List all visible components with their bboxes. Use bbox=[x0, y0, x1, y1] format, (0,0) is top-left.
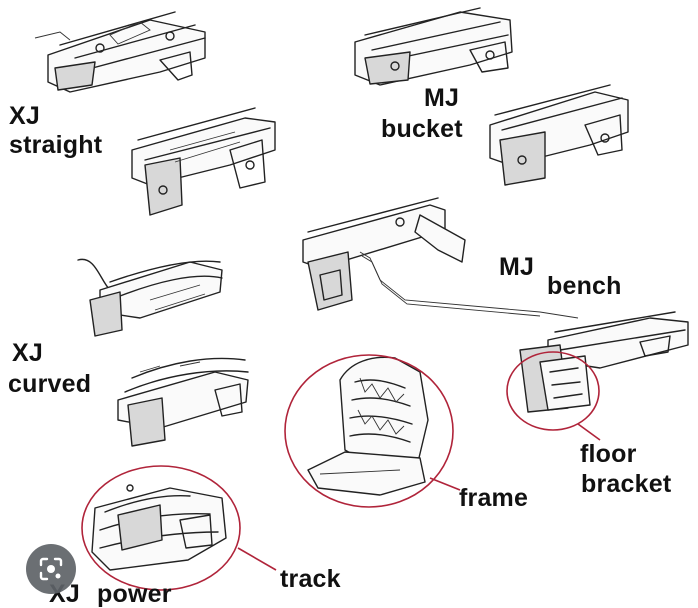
label-floor: floor bbox=[580, 440, 637, 468]
label-xj-straight-model: XJ bbox=[9, 102, 40, 130]
image-search-icon bbox=[39, 557, 63, 581]
label-bench: bench bbox=[547, 272, 622, 300]
xj-curved-track-top bbox=[77, 258, 223, 337]
seat-frame-callout bbox=[284, 354, 454, 508]
floor-bracket-assembly bbox=[519, 311, 689, 413]
label-frame: frame bbox=[459, 484, 529, 512]
floor-bracket-callout bbox=[506, 351, 600, 431]
xj-straight-bracket-bottom bbox=[131, 107, 276, 216]
image-search-button[interactable] bbox=[26, 544, 76, 594]
mj-bucket-bracket-top bbox=[354, 7, 513, 86]
label-track: track bbox=[280, 565, 341, 593]
label-straight: straight bbox=[9, 131, 103, 159]
floor-bracket-leader bbox=[577, 423, 601, 441]
label-power: power bbox=[97, 580, 172, 608]
power-track-leader bbox=[237, 547, 277, 571]
seat-frame bbox=[307, 356, 429, 496]
label-mj-bench-model: MJ bbox=[499, 253, 535, 281]
mj-bucket-bracket-bottom bbox=[489, 84, 629, 186]
label-bucket: bucket bbox=[381, 115, 463, 143]
xj-straight-bracket-top bbox=[34, 11, 206, 93]
label-curved: curved bbox=[8, 370, 92, 398]
label-bracket: bracket bbox=[581, 470, 672, 498]
mj-bench-assembly bbox=[302, 197, 579, 319]
power-track-callout bbox=[81, 465, 241, 591]
seat-frame-leader bbox=[429, 477, 461, 491]
xj-curved-track-bottom bbox=[117, 357, 249, 447]
xj-power-track bbox=[91, 484, 227, 571]
label-mj-bucket-model: MJ bbox=[424, 84, 460, 112]
label-xj-curved-model: XJ bbox=[12, 339, 43, 367]
